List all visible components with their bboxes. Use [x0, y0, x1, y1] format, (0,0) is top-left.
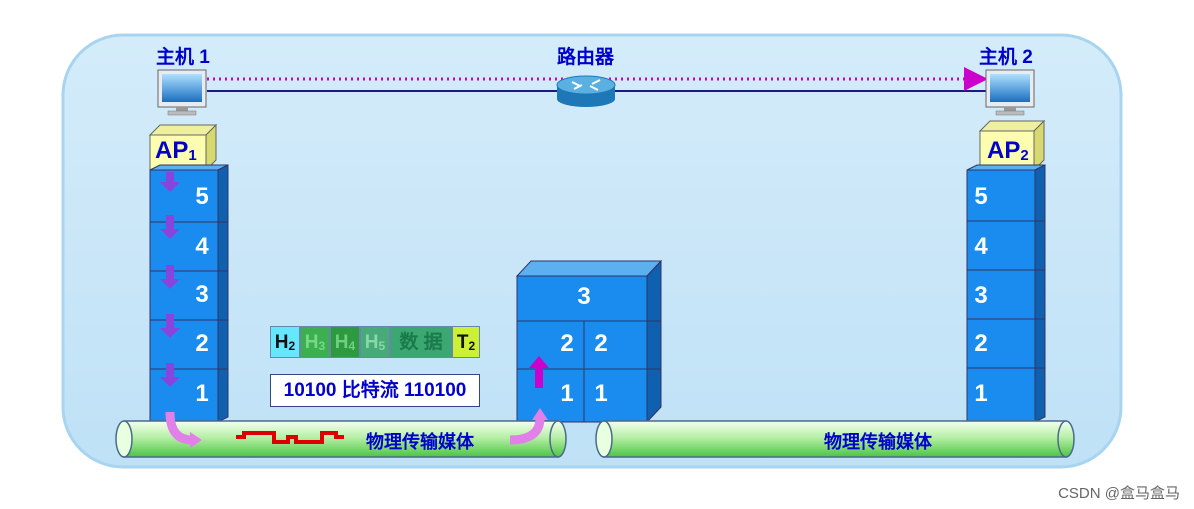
frame-header-h4: H4 [330, 326, 360, 358]
host2-layer-2: 2 [966, 330, 996, 358]
router-left-layer-2: 2 [552, 330, 582, 358]
router-layer-3: 3 [569, 283, 599, 311]
host1-label: 主机 1 [156, 42, 210, 69]
host2-layer-1: 1 [966, 380, 996, 408]
host2-label: 主机 2 [979, 42, 1033, 69]
host2-layer-4: 4 [966, 233, 996, 261]
ap2-label: AP2 [987, 137, 1029, 165]
medium-left-label: 物理传输媒体 [366, 428, 474, 454]
host1-layer-5: 5 [187, 183, 217, 211]
host1-layer-3: 3 [187, 281, 217, 309]
frame-header-h5: H5 [360, 326, 390, 358]
router-label: 路由器 [557, 42, 614, 69]
router-icon [557, 76, 615, 107]
frame-header-h3: H3 [300, 326, 330, 358]
medium-right-label: 物理传输媒体 [824, 428, 932, 454]
router-right-layer-1: 1 [586, 380, 616, 408]
frame-header-h2: H2 [270, 326, 300, 358]
host2-layer-5: 5 [966, 183, 996, 211]
host1-layer-1: 1 [187, 380, 217, 408]
router-left-layer-1: 1 [552, 380, 582, 408]
router-right-layer-2: 2 [586, 330, 616, 358]
frame-trailer-t2: T2 [452, 326, 480, 358]
host2-layer-3: 3 [966, 282, 996, 310]
ap1-label: AP1 [155, 137, 197, 165]
host1-layer-2: 2 [187, 330, 217, 358]
bitstream-box: 10100 比特流 110100 [270, 374, 480, 407]
frame-data-block: 数 据 [390, 326, 452, 358]
host1-layer-4: 4 [187, 233, 217, 261]
watermark: CSDN @盒马盒马 [1058, 482, 1180, 503]
